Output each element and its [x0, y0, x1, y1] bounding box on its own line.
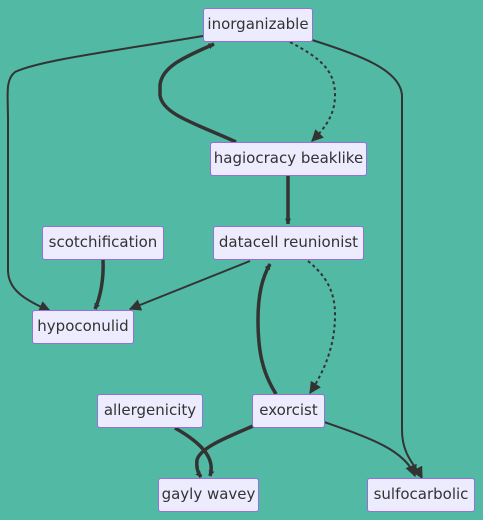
- node-label: datacell reunionist: [218, 233, 359, 251]
- node-sulfocarbolic[interactable]: sulfocarbolic: [367, 478, 475, 512]
- node-gayly-wavey[interactable]: gayly wavey: [158, 478, 259, 512]
- node-label: allergenicity: [103, 401, 197, 419]
- edge-inorganizable-to-sulfocarbolic: [311, 39, 423, 480]
- node-exorcist[interactable]: exorcist: [252, 394, 325, 428]
- edge-inorganizable-to-hagiocracy: [289, 41, 337, 142]
- node-scotchification[interactable]: scotchification: [42, 226, 164, 260]
- edge-datacell-to-hypoconulid: [128, 260, 251, 311]
- node-allergenicity[interactable]: allergenicity: [97, 394, 203, 428]
- node-label: inorganizable: [207, 15, 309, 33]
- node-label: hypoconulid: [37, 317, 129, 335]
- edge-exorcist-to-gayly: [195, 424, 254, 479]
- edge-hagiocracy-to-inorganizable: [158, 42, 237, 144]
- node-inorganizable[interactable]: inorganizable: [203, 8, 313, 42]
- node-label: scotchification: [48, 233, 158, 251]
- node-label: hagiocracy beaklike: [213, 149, 364, 167]
- edge-exorcist-to-sulfocarbolic: [323, 421, 417, 478]
- node-label: sulfocarbolic: [373, 485, 469, 503]
- node-datacell-reunionist[interactable]: datacell reunionist: [213, 226, 364, 260]
- edge-allergenicity-to-gayly: [174, 426, 215, 477]
- edge-inorganizable-to-hypoconulid: [6, 35, 204, 313]
- node-label: exorcist: [259, 401, 318, 419]
- edge-scotchification-to-hypoconulid: [93, 259, 105, 310]
- edge-datacell-to-exorcist: [307, 260, 337, 395]
- node-hypoconulid[interactable]: hypoconulid: [32, 310, 134, 344]
- node-label: gayly wavey: [161, 485, 256, 503]
- edge-exorcist-to-datacell: [256, 263, 278, 395]
- node-hagiocracy-beaklike[interactable]: hagiocracy beaklike: [210, 142, 367, 176]
